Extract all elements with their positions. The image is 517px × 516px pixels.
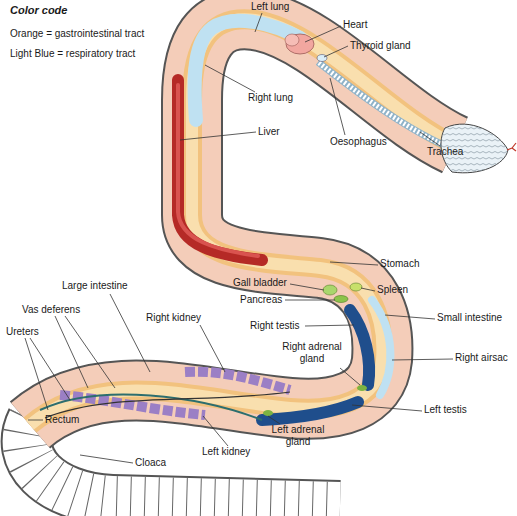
part-label: Left testis	[424, 404, 467, 416]
leader-line	[330, 262, 378, 265]
part-label: Stomach	[380, 258, 419, 270]
leader-line	[55, 316, 115, 388]
kidney	[185, 372, 290, 390]
leader-line	[203, 416, 228, 446]
ureter	[45, 392, 290, 418]
adrenal-gland	[263, 410, 273, 416]
part-label: Right kidney	[146, 312, 201, 324]
body-skin	[30, 19, 455, 425]
snake-body	[30, 19, 455, 425]
heart-lobe	[285, 34, 299, 46]
testis	[262, 402, 358, 420]
part-label: Left lung	[251, 1, 289, 13]
leader-line	[330, 78, 345, 135]
gastrointestinal-lumen	[30, 19, 455, 425]
legend-heading: Color code	[10, 4, 67, 17]
part-label: Right testis	[250, 320, 299, 332]
leader-line	[255, 13, 262, 32]
leader-line	[268, 416, 280, 424]
leader-lines	[25, 13, 453, 463]
leader-line	[285, 300, 335, 301]
leader-line	[28, 420, 43, 421]
leader-line	[110, 294, 150, 372]
part-label: Large intestine	[62, 280, 128, 292]
organs	[40, 21, 455, 420]
legend-text: Orange = gastrointestinal tract	[10, 28, 144, 40]
adrenal-gland	[357, 385, 367, 391]
part-label: Spleen	[377, 284, 408, 296]
trachea-tube	[318, 62, 455, 150]
leader-line	[385, 315, 435, 319]
leader-line	[324, 46, 348, 57]
leader-line	[25, 338, 70, 410]
leader-line	[352, 405, 422, 411]
leader-line	[205, 65, 255, 92]
part-label: Ureters	[6, 326, 39, 338]
part-label: Pancreas	[240, 294, 282, 306]
part-label: Oesophagus	[330, 136, 387, 148]
gastrointestinal-tract	[30, 19, 455, 425]
part-label: Rectum	[45, 414, 79, 426]
leader-line	[361, 288, 375, 291]
part-label: Cloaca	[135, 457, 166, 469]
spleen	[350, 283, 362, 291]
lung	[195, 21, 300, 120]
part-label: Left kidney	[202, 446, 250, 458]
liver	[178, 80, 262, 260]
part-label: Right lung	[248, 92, 293, 104]
body-outline	[30, 19, 455, 425]
leader-line	[305, 26, 341, 42]
leader-line	[420, 132, 440, 146]
leader-line	[290, 284, 324, 290]
leader-line	[340, 368, 360, 385]
leader-line	[200, 325, 225, 372]
leader-line	[180, 132, 256, 140]
airsac	[372, 300, 390, 395]
leader-line	[305, 325, 354, 326]
trachea-rings	[318, 62, 455, 150]
part-label: Right adrenal gland	[276, 341, 348, 365]
part-label: Thyroid gland	[350, 40, 411, 52]
part-label: Liver	[258, 126, 280, 138]
leader-line	[392, 359, 453, 360]
part-label: Right airsac	[455, 352, 508, 364]
legend-text: Light Blue = respiratory tract	[10, 48, 135, 60]
tongue	[507, 143, 516, 151]
testis	[350, 310, 369, 385]
gall-bladder	[323, 285, 337, 295]
pancreas	[334, 296, 348, 303]
heart	[286, 34, 314, 54]
part-label: Heart	[343, 19, 367, 31]
part-label: Left adrenal gland	[266, 424, 330, 448]
leader-line	[80, 455, 133, 463]
thyroid-gland	[317, 55, 327, 62]
liver-highlight	[178, 85, 258, 256]
part-label: Trachea	[427, 146, 463, 158]
part-label: Small intestine	[437, 312, 502, 324]
part-label: Gall bladder	[233, 277, 287, 289]
part-label: Vas deferens	[22, 304, 80, 316]
